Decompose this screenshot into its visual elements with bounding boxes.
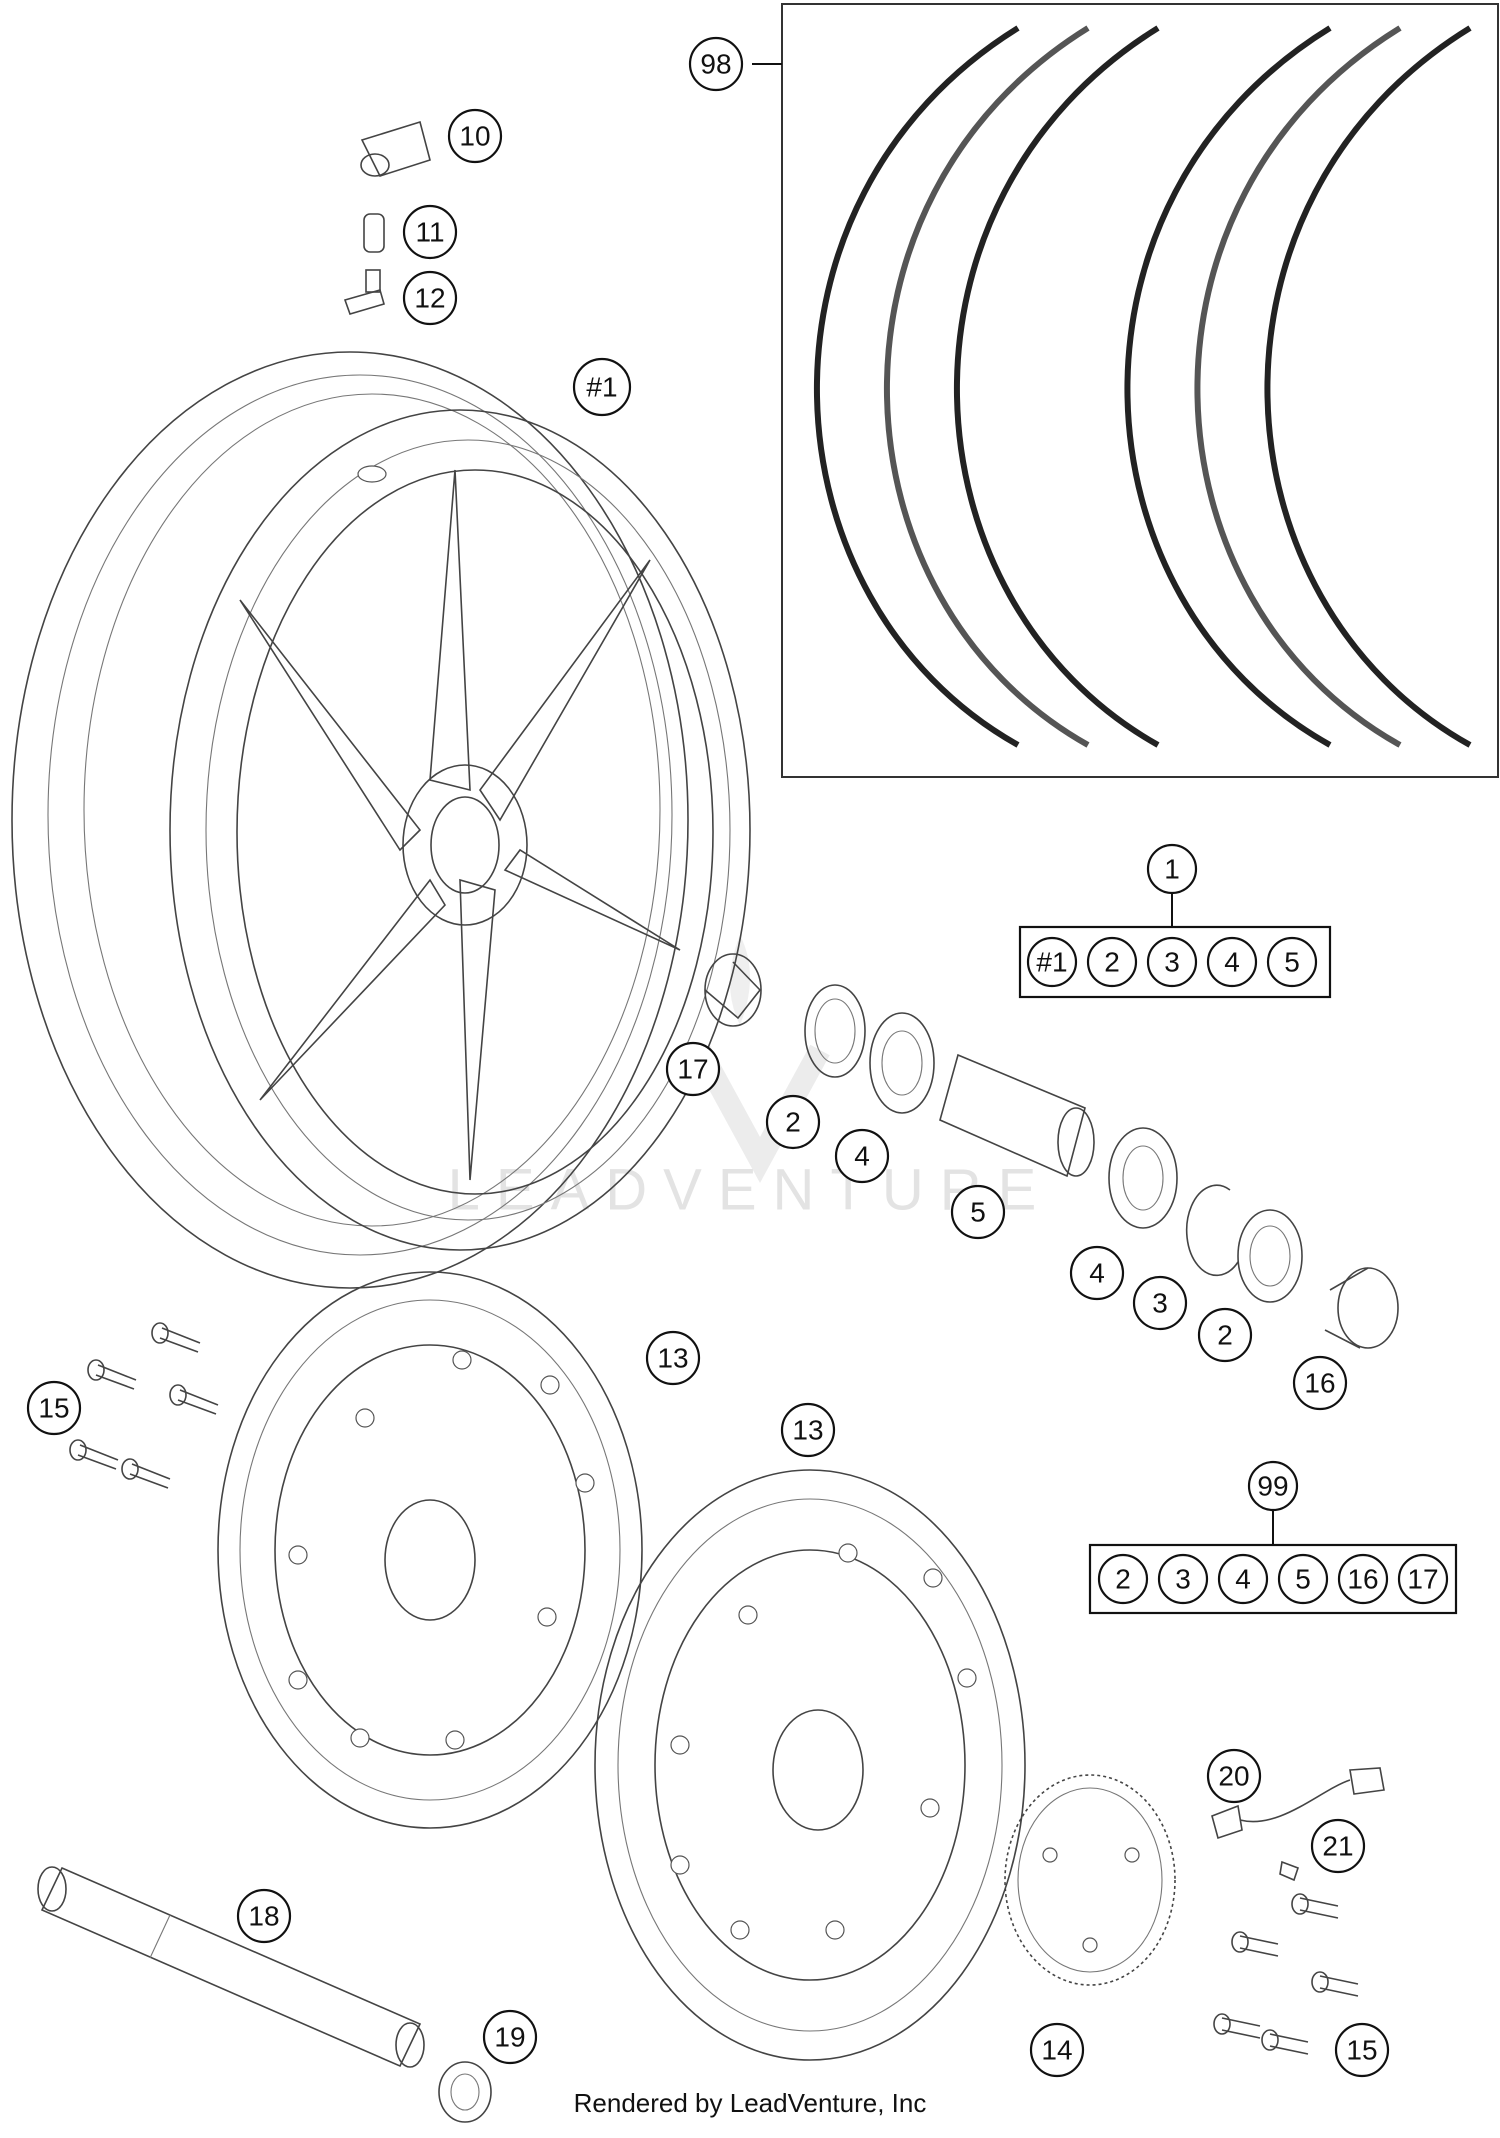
svg-text:16: 16 bbox=[1347, 1564, 1378, 1595]
svg-text:10: 10 bbox=[459, 121, 490, 152]
wheel-rim bbox=[11, 351, 751, 1289]
callout-98: 98 bbox=[688, 36, 744, 92]
kit1-item: 3 bbox=[1146, 936, 1198, 988]
axle-nut bbox=[438, 2061, 492, 2123]
seal-ring-left bbox=[804, 984, 866, 1078]
svg-text:3: 3 bbox=[1175, 1564, 1191, 1595]
kit99-item: 17 bbox=[1397, 1553, 1449, 1605]
seal-ring-right bbox=[1237, 1209, 1303, 1303]
callout-12: 12 bbox=[402, 270, 458, 326]
svg-text:99: 99 bbox=[1257, 1471, 1288, 1502]
svg-text:2: 2 bbox=[1115, 1564, 1131, 1595]
callout-5: 5 bbox=[950, 1184, 1006, 1240]
valve-cap bbox=[360, 120, 431, 177]
callout-18: 18 bbox=[236, 1888, 292, 1944]
kit1-item: 2 bbox=[1086, 936, 1138, 988]
callout-2: 2 bbox=[1197, 1307, 1253, 1363]
svg-text:17: 17 bbox=[1407, 1564, 1438, 1595]
svg-text:17: 17 bbox=[677, 1054, 708, 1085]
spacer-left bbox=[704, 953, 762, 1027]
svg-text:20: 20 bbox=[1218, 1761, 1249, 1792]
callout-14: 14 bbox=[1029, 2022, 1085, 2078]
callout-15: 15 bbox=[1334, 2022, 1390, 2078]
callout-wheel-1: #1 bbox=[572, 357, 632, 417]
svg-text:12: 12 bbox=[414, 283, 445, 314]
svg-text:98: 98 bbox=[700, 49, 731, 80]
kit1-item: 4 bbox=[1206, 936, 1258, 988]
svg-text:5: 5 bbox=[1295, 1564, 1311, 1595]
callout-10: 10 bbox=[447, 108, 503, 164]
screw-set-right bbox=[1213, 1893, 1359, 2055]
sensor-ring bbox=[1004, 1774, 1176, 1986]
callout-3: 3 bbox=[1132, 1275, 1188, 1331]
valve-stem bbox=[343, 269, 385, 315]
svg-text:13: 13 bbox=[792, 1415, 823, 1446]
callout-17: 17 bbox=[665, 1041, 721, 1097]
svg-text:4: 4 bbox=[1235, 1564, 1251, 1595]
svg-text:19: 19 bbox=[494, 2022, 525, 2053]
svg-text:11: 11 bbox=[415, 217, 444, 248]
callout-13: 13 bbox=[780, 1402, 836, 1458]
callout-11: 11 bbox=[402, 204, 458, 260]
svg-text:2: 2 bbox=[1217, 1320, 1233, 1351]
svg-text:3: 3 bbox=[1152, 1288, 1168, 1319]
bearing-left bbox=[869, 1012, 935, 1114]
svg-text:#1: #1 bbox=[586, 372, 617, 403]
screw-set-left bbox=[69, 1322, 219, 1489]
svg-text:#1: #1 bbox=[1036, 947, 1067, 978]
callout-20: 20 bbox=[1206, 1748, 1262, 1804]
svg-text:2: 2 bbox=[1104, 947, 1120, 978]
kit1-item: #1 bbox=[1026, 936, 1078, 988]
svg-text:5: 5 bbox=[970, 1197, 986, 1228]
svg-text:13: 13 bbox=[657, 1343, 688, 1374]
kit-box-1: #1 2 3 4 5 bbox=[1018, 893, 1332, 999]
callout-21: 21 bbox=[1310, 1818, 1366, 1874]
svg-text:15: 15 bbox=[1346, 2035, 1377, 2066]
kit-box-99: 2 3 4 5 16 17 bbox=[1088, 1510, 1458, 1615]
bearing-right bbox=[1108, 1127, 1178, 1229]
kit1-item: 5 bbox=[1266, 936, 1318, 988]
wheel-axle bbox=[37, 1866, 425, 2068]
kit99-item: 5 bbox=[1277, 1553, 1329, 1605]
svg-text:4: 4 bbox=[854, 1141, 870, 1172]
svg-text:4: 4 bbox=[1224, 947, 1240, 978]
callout-15: 15 bbox=[26, 1380, 82, 1436]
callout-19: 19 bbox=[482, 2009, 538, 2065]
kit99-item: 4 bbox=[1217, 1553, 1269, 1605]
valve-insert bbox=[363, 213, 385, 253]
distance-sleeve bbox=[939, 1053, 1095, 1178]
footer-credit: Rendered by LeadVenture, Inc bbox=[573, 2088, 927, 2118]
svg-text:18: 18 bbox=[248, 1901, 279, 1932]
circlip bbox=[1185, 1184, 1239, 1277]
svg-text:21: 21 bbox=[1322, 1831, 1353, 1862]
svg-text:1: 1 bbox=[1164, 854, 1180, 885]
decal-set bbox=[781, 3, 1499, 778]
sensor-screw bbox=[1279, 1860, 1300, 1882]
svg-text:3: 3 bbox=[1164, 947, 1180, 978]
svg-text:5: 5 bbox=[1284, 947, 1300, 978]
kit99-item: 3 bbox=[1157, 1553, 1209, 1605]
svg-text:16: 16 bbox=[1304, 1368, 1335, 1399]
kit99-item: 16 bbox=[1337, 1553, 1389, 1605]
callout-1: 1 bbox=[1146, 843, 1198, 895]
svg-text:4: 4 bbox=[1089, 1258, 1105, 1289]
callout-2: 2 bbox=[765, 1094, 821, 1150]
wheel-speed-sensor bbox=[1211, 1767, 1385, 1840]
callout-13: 13 bbox=[645, 1330, 701, 1386]
svg-text:2: 2 bbox=[785, 1107, 801, 1138]
svg-text:15: 15 bbox=[38, 1393, 69, 1424]
kit99-item: 2 bbox=[1097, 1553, 1149, 1605]
callout-4: 4 bbox=[834, 1128, 890, 1184]
callout-99: 99 bbox=[1247, 1460, 1299, 1512]
callout-4: 4 bbox=[1069, 1245, 1125, 1301]
svg-text:14: 14 bbox=[1041, 2035, 1072, 2066]
callout-16: 16 bbox=[1292, 1355, 1348, 1411]
spacer-right bbox=[1324, 1267, 1399, 1349]
brake-disc-right bbox=[594, 1469, 1026, 2061]
brake-disc-left bbox=[217, 1271, 643, 1829]
